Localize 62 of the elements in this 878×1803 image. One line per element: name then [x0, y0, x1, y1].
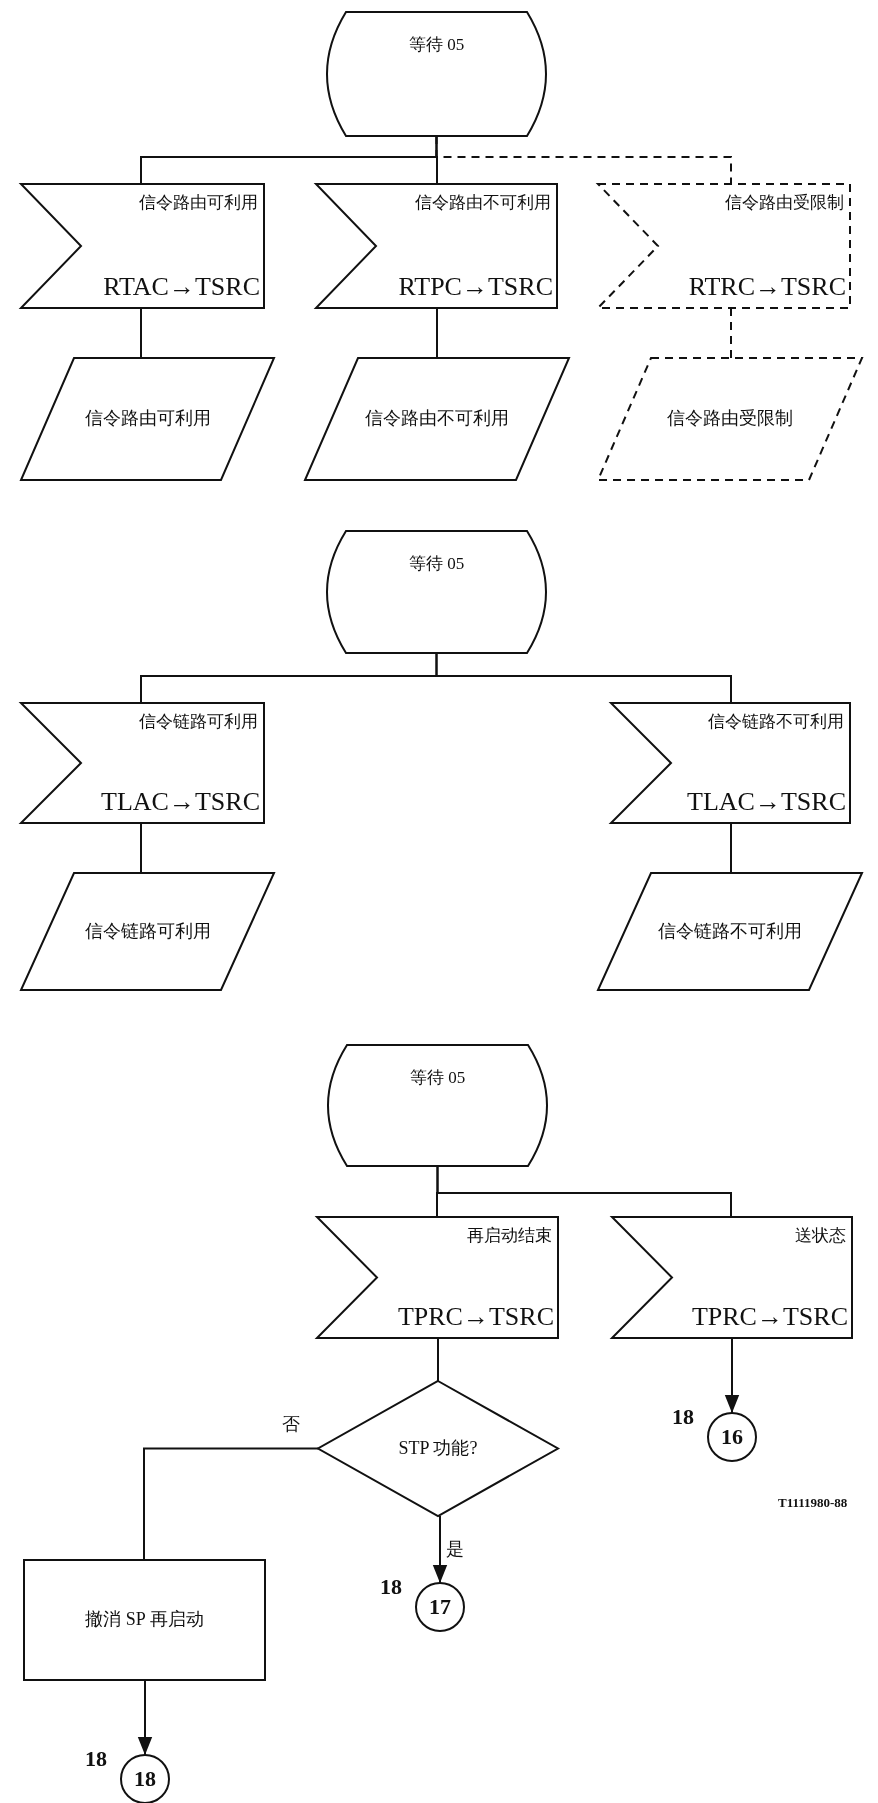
signal-name: 信令链路不可利用: [708, 713, 844, 732]
state-label: 等待 05: [407, 36, 466, 55]
input-signal-symbol: [611, 703, 850, 823]
input-signal-symbol: [21, 703, 264, 823]
signal-name: 再启动结束: [467, 1227, 552, 1246]
output-signal-symbol: [21, 358, 274, 480]
connector-line: [140, 307, 142, 359]
connector-line: [730, 822, 732, 874]
figure-code: T1111980-88: [778, 1496, 848, 1511]
input-signal-symbol: [612, 1217, 852, 1338]
signal-name: 送状态: [795, 1227, 846, 1246]
input-signal-symbol: [598, 184, 850, 308]
page-reference: 18: [380, 1575, 402, 1600]
signal-name: 信令链路可利用: [139, 713, 258, 732]
state-label: 等待 05: [408, 1069, 467, 1088]
connector-line: [143, 1447, 319, 1561]
connector-circle: [708, 1413, 756, 1461]
connector-line: [437, 1337, 439, 1382]
decision-label: STP 功能?: [397, 1438, 479, 1459]
signal-name: 信令链路不可利用: [657, 921, 803, 942]
edge-label: 否: [282, 1414, 300, 1435]
input-signal-symbol: [21, 184, 264, 308]
output-signal-symbol: [305, 358, 569, 480]
signal-code: TPRC→TSRC: [397, 1303, 554, 1332]
arrow: [432, 1515, 448, 1584]
connector-line: [140, 822, 142, 874]
signal-name: 信令路由不可利用: [364, 409, 510, 429]
connector-line: [435, 135, 732, 185]
connector-line: [436, 1165, 732, 1218]
signal-code: TLAC→TSRC: [101, 788, 260, 817]
edge-label: 是: [446, 1540, 464, 1560]
output-signal-symbol: [21, 873, 274, 990]
decision-diamond: [318, 1381, 558, 1516]
connector-line: [435, 652, 732, 704]
connector-number: 17: [428, 1595, 452, 1620]
signal-name: 信令路由可利用: [83, 409, 212, 429]
input-signal-symbol: [317, 1217, 558, 1338]
signal-code: RTRC→TSRC: [688, 273, 846, 302]
signal-code: RTPC→TSRC: [398, 273, 553, 302]
connector-line: [436, 307, 438, 359]
output-signal-symbol: [598, 873, 862, 990]
process-label: 撤消 SP 再启动: [84, 1610, 205, 1630]
connector-number: 16: [720, 1425, 744, 1450]
process-box: [24, 1560, 265, 1680]
signal-name: 信令路由可利用: [139, 194, 258, 213]
page-reference: 18: [672, 1405, 694, 1430]
signal-code: TPRC→TSRC: [691, 1303, 848, 1332]
state-label: 等待 05: [407, 555, 466, 574]
input-signal-symbol: [316, 184, 557, 308]
signal-name: 信令路由受限制: [725, 194, 844, 213]
output-signal-symbol: [598, 358, 862, 480]
signal-code: RTAC→TSRC: [103, 273, 260, 302]
arrow: [137, 1679, 153, 1756]
arrow: [724, 1337, 740, 1414]
page-reference: 18: [85, 1747, 107, 1772]
signal-name: 信令路由受限制: [666, 409, 794, 429]
signal-name: 信令路由不可利用: [415, 194, 551, 213]
signal-name: 信令链路可利用: [83, 921, 212, 942]
connector-number: 18: [133, 1767, 157, 1792]
connector-circle: [416, 1583, 464, 1631]
connector-line: [730, 307, 732, 359]
signal-code: TLAC→TSRC: [687, 788, 846, 817]
